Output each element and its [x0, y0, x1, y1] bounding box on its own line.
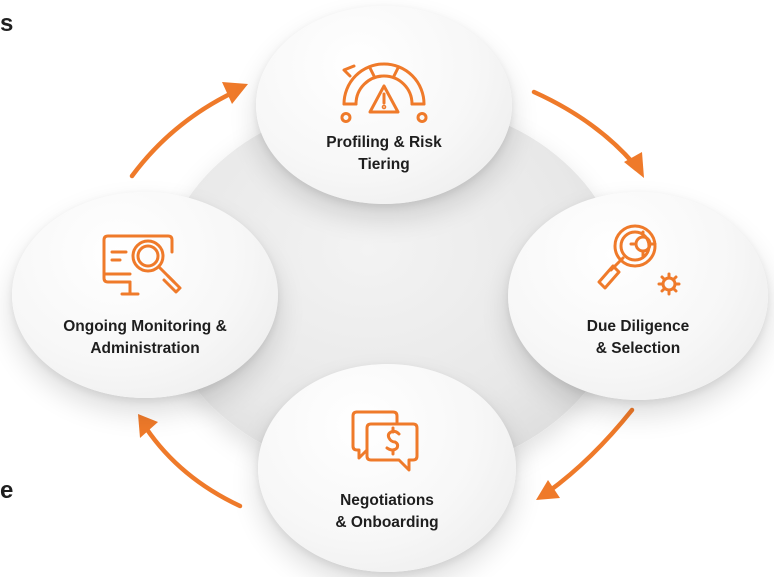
edge-text-top: s: [0, 10, 14, 37]
arrow-profiling-to-diligence: [531, 89, 637, 167]
arrowhead-2: [624, 152, 644, 178]
center-disc: [160, 100, 624, 476]
arrow-monitoring-to-profiling: [129, 89, 237, 179]
node-label-monitoring: Ongoing Monitoring & Administration: [63, 318, 227, 358]
node-label-due-diligence: Due Diligence & Selection: [586, 318, 690, 358]
cycle-node-monitoring: Ongoing Monitoring & Administration: [12, 192, 278, 398]
monitor-search-icon: [102, 234, 182, 296]
cycle-node-due-diligence: Due Diligence & Selection: [508, 192, 768, 400]
cycle-node-negotiations: Negotiations & Onboarding: [258, 364, 516, 572]
risk-gauge-warning-icon: [340, 62, 428, 123]
node-label-profiling: Profiling & Risk Tiering: [326, 134, 442, 174]
magnifier-gears-icon: [597, 224, 681, 296]
arrowhead-3: [536, 480, 560, 500]
arrow-negotiations-to-monitoring: [143, 425, 243, 509]
chat-dollar-icon: [351, 410, 419, 472]
node-label-negotiations: Negotiations & Onboarding: [335, 492, 439, 532]
arrowhead-4: [138, 414, 158, 438]
arrow-diligence-to-negotiations: [545, 407, 635, 495]
edge-text-bottom: e: [0, 477, 14, 504]
cycle-node-profiling: Profiling & Risk Tiering: [256, 6, 512, 204]
arrowhead-1: [222, 82, 248, 104]
